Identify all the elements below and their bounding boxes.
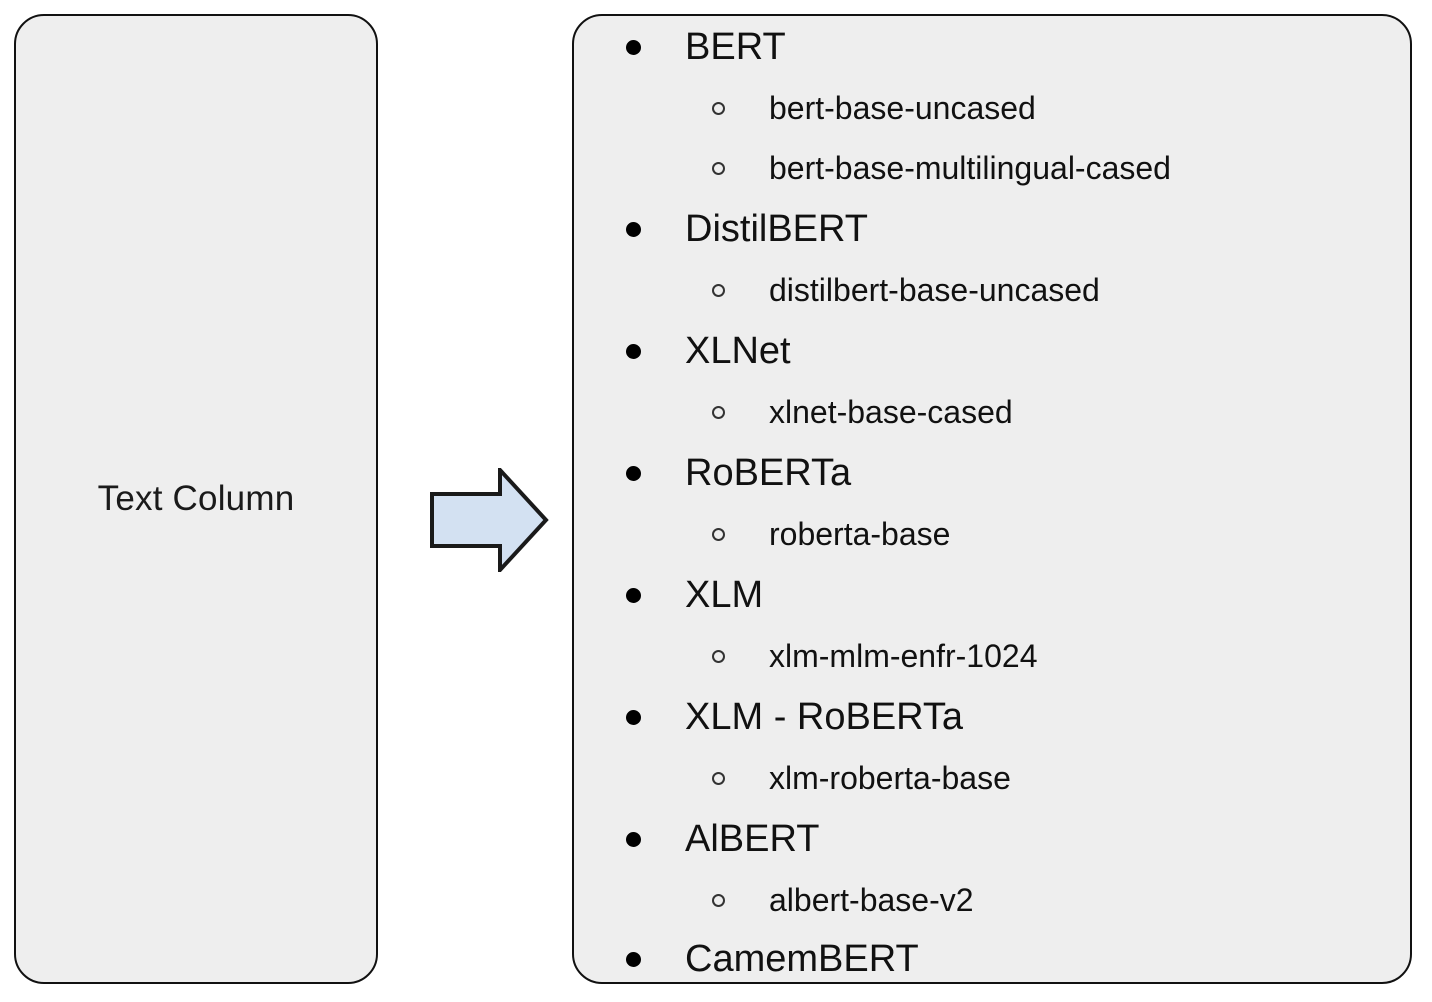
models-panel: BERT bert-base-uncased bert-base-multiling… <box>572 14 1412 984</box>
filled-bullet-icon <box>626 221 641 237</box>
model-family-row[interactable]: XLNet <box>574 320 1410 382</box>
model-family-row[interactable]: CamemBERT <box>574 930 1410 982</box>
filled-bullet-icon <box>626 587 641 603</box>
model-group: BERT bert-base-uncased bert-base-multiling… <box>574 16 1410 198</box>
model-family-row[interactable]: DistilBERT <box>574 198 1410 260</box>
model-family-row[interactable]: XLM - RoBERTa <box>574 686 1410 748</box>
model-group: CamemBERTcamembert-base <box>574 930 1410 982</box>
hollow-bullet-icon <box>712 771 725 785</box>
model-checkpoint-label: roberta-base <box>769 516 951 552</box>
model-checkpoint-label: bert-base-uncased <box>769 90 1036 126</box>
model-family-label: AlBERT <box>685 818 820 860</box>
model-family-label: CamemBERT <box>685 938 919 980</box>
filled-bullet-icon <box>626 465 641 481</box>
model-group: XLNet xlnet-base-cased <box>574 320 1410 442</box>
model-family-label: DistilBERT <box>685 208 868 250</box>
model-family-row[interactable]: RoBERTa <box>574 442 1410 504</box>
model-family-row[interactable]: BERT <box>574 16 1410 78</box>
source-column-label: Text Column <box>97 479 295 518</box>
model-checkpoint-row[interactable]: distilbert-base-uncased <box>574 260 1410 320</box>
hollow-bullet-icon <box>712 649 725 663</box>
model-checkpoint-row[interactable]: xlnet-base-cased <box>574 382 1410 442</box>
model-checkpoint-label: xlm-roberta-base <box>769 760 1011 796</box>
model-group: XLM - RoBERTa xlm-roberta-base <box>574 686 1410 808</box>
model-checkpoint-row[interactable]: albert-base-v2 <box>574 870 1410 930</box>
model-group: DistilBERT distilbert-base-uncased <box>574 198 1410 320</box>
model-checkpoint-row[interactable]: xlm-roberta-base <box>574 748 1410 808</box>
right-arrow-icon <box>430 468 549 572</box>
model-checkpoint-label: xlnet-base-cased <box>769 394 1013 430</box>
source-column-panel: Text Column <box>14 14 378 984</box>
model-checkpoint-label: xlm-mlm-enfr-1024 <box>769 638 1038 674</box>
model-list: BERT bert-base-uncased bert-base-multiling… <box>574 16 1410 982</box>
model-family-label: XLM - RoBERTa <box>685 696 964 738</box>
filled-bullet-icon <box>626 343 641 359</box>
model-family-label: XLNet <box>685 330 791 372</box>
model-checkpoint-label: albert-base-v2 <box>769 882 974 918</box>
model-family-label: RoBERTa <box>685 452 852 494</box>
hollow-bullet-icon <box>712 405 725 419</box>
filled-bullet-icon <box>626 39 641 55</box>
model-checkpoint-row[interactable]: bert-base-multilingual-cased <box>574 138 1410 198</box>
hollow-bullet-icon <box>712 101 725 115</box>
model-family-label: XLM <box>685 574 764 616</box>
hollow-bullet-icon <box>712 893 725 907</box>
filled-bullet-icon <box>626 709 641 725</box>
model-group: RoBERTa roberta-base <box>574 442 1410 564</box>
filled-bullet-icon <box>626 831 641 847</box>
model-checkpoint-row[interactable]: roberta-base <box>574 504 1410 564</box>
hollow-bullet-icon <box>712 161 725 175</box>
model-group: AlBERT albert-base-v2 <box>574 808 1410 930</box>
hollow-bullet-icon <box>712 527 725 541</box>
hollow-bullet-icon <box>712 283 725 297</box>
model-family-label: BERT <box>685 26 786 68</box>
model-checkpoint-row[interactable]: bert-base-uncased <box>574 78 1410 138</box>
model-family-row[interactable]: AlBERT <box>574 808 1410 870</box>
model-family-row[interactable]: XLM <box>574 564 1410 626</box>
model-checkpoint-label: bert-base-multilingual-cased <box>769 150 1171 186</box>
filled-bullet-icon <box>626 951 641 967</box>
model-checkpoint-row[interactable]: xlm-mlm-enfr-1024 <box>574 626 1410 686</box>
model-checkpoint-label: distilbert-base-uncased <box>769 272 1100 308</box>
